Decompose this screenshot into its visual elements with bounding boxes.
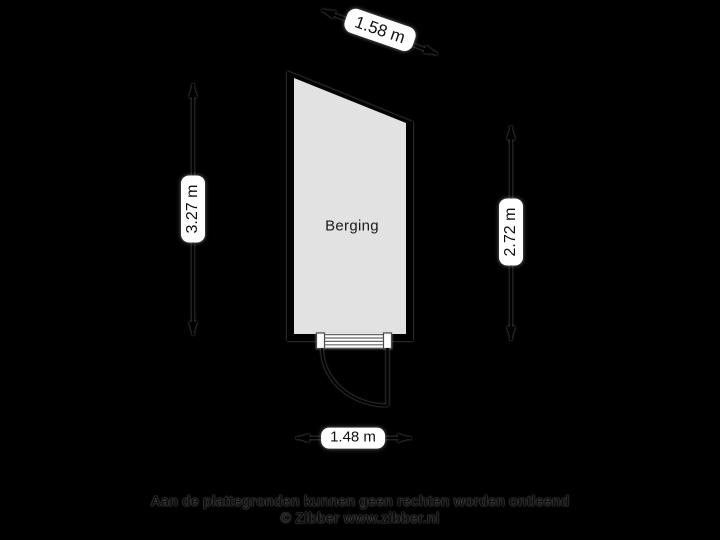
door [315,332,393,407]
room [287,71,413,341]
door-post-left [315,332,326,350]
room-floor [294,78,406,334]
room-name-label: Berging [325,217,379,235]
dimension-label-bottom: 1.48 m [321,427,385,449]
door-post-right [382,332,393,350]
door-threshold [324,334,384,349]
footer-disclaimer: Aan de plattegronden kunnen geen rechten… [150,494,570,510]
dimension-label-left: 3.27 m [181,175,205,243]
footer-copyright: © Zibber www.zibber.nl [280,510,440,527]
footer: Aan de plattegronden kunnen geen rechten… [0,494,720,527]
door-swing-arc [320,348,388,407]
dimension-label-right: 2.72 m [499,198,523,266]
